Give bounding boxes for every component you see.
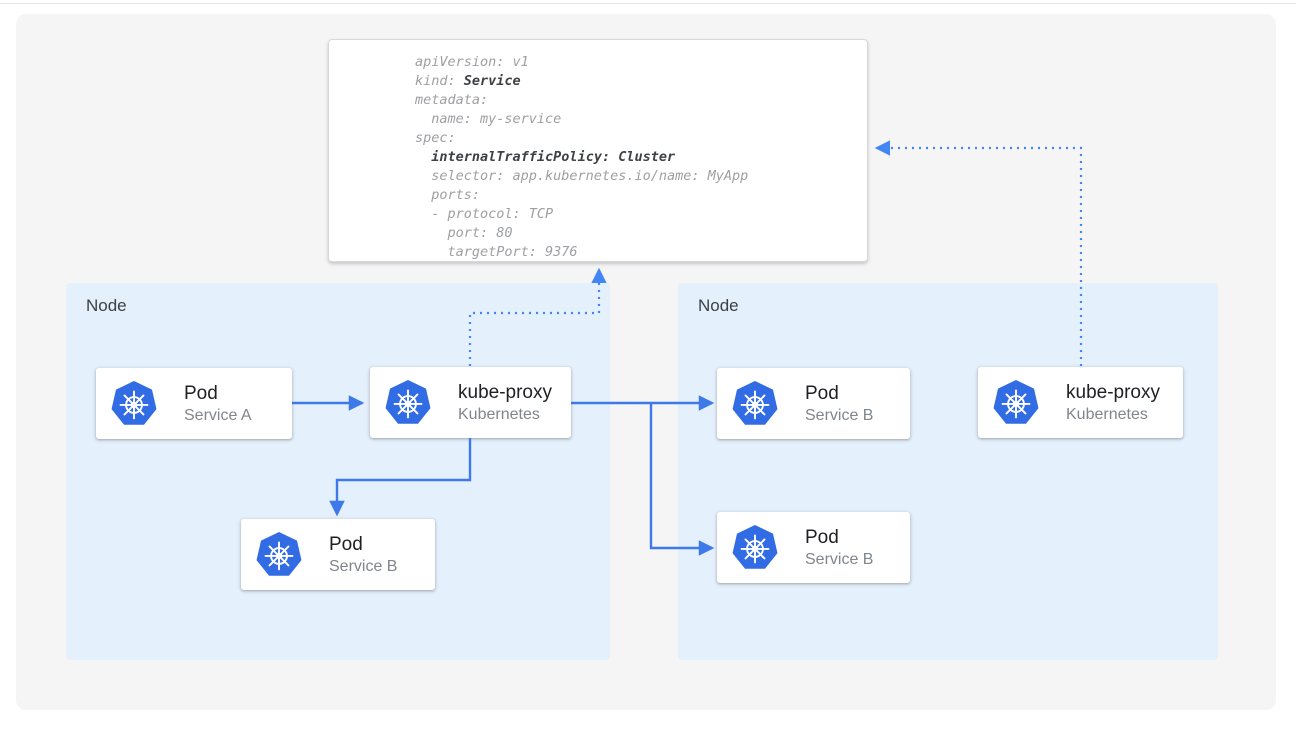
card-pod-service-a: Pod Service A [96,368,292,439]
card-title: Pod [329,533,363,555]
yaml-manifest-panel: apiVersion: v1 kind: Service metadata: nam… [328,39,868,262]
yaml-code-line: port: 80 [415,225,513,241]
page-top-divider [0,3,1296,4]
yaml-code-line: apiVersion: v1 [415,54,529,70]
node-label: Node [698,296,739,315]
kubernetes-icon [384,378,432,425]
yaml-code-line: spec: [415,130,456,146]
card-subtitle: Service B [329,557,398,575]
yaml-code-line: - protocol: TCP [415,206,554,222]
card-title: kube-proxy [458,381,552,403]
yaml-code-line: kind: Service [415,73,521,89]
card-pod-service-b-right-top: Pod Service B [717,368,910,439]
node-box-left: Node [66,283,610,660]
card-title: Pod [805,382,839,404]
card-title: Pod [184,382,218,404]
yaml-code-line: name: my-service [415,111,562,127]
node-box-right: Node [678,283,1218,660]
card-subtitle: Service A [184,406,252,424]
kubernetes-icon [992,378,1040,425]
node-label: Node [86,296,127,315]
card-subtitle: Kubernetes [1066,405,1148,423]
yaml-code-line: ports: [415,187,481,203]
kubernetes-icon [110,379,158,426]
yaml-code-line: metadata: [415,92,489,108]
kubernetes-icon [731,523,779,570]
card-pod-service-b-right-bottom: Pod Service B [717,512,910,583]
yaml-code-line: targetPort: 9376 [415,244,578,260]
card-subtitle: Kubernetes [458,405,540,423]
card-title: kube-proxy [1066,381,1160,403]
kubernetes-icon [731,379,779,426]
card-subtitle: Service B [805,406,874,424]
yaml-code-line: internalTrafficPolicy: Cluster [431,149,676,165]
card-subtitle: Service B [805,550,874,568]
card-pod-service-b-left: Pod Service B [241,519,435,590]
kubernetes-icon [255,530,303,577]
yaml-code-line: selector: app.kubernetes.io/name: MyApp [415,168,749,184]
card-kube-proxy-left: kube-proxy Kubernetes [370,367,571,438]
card-title: Pod [805,526,839,548]
card-kube-proxy-right: kube-proxy Kubernetes [978,367,1183,438]
